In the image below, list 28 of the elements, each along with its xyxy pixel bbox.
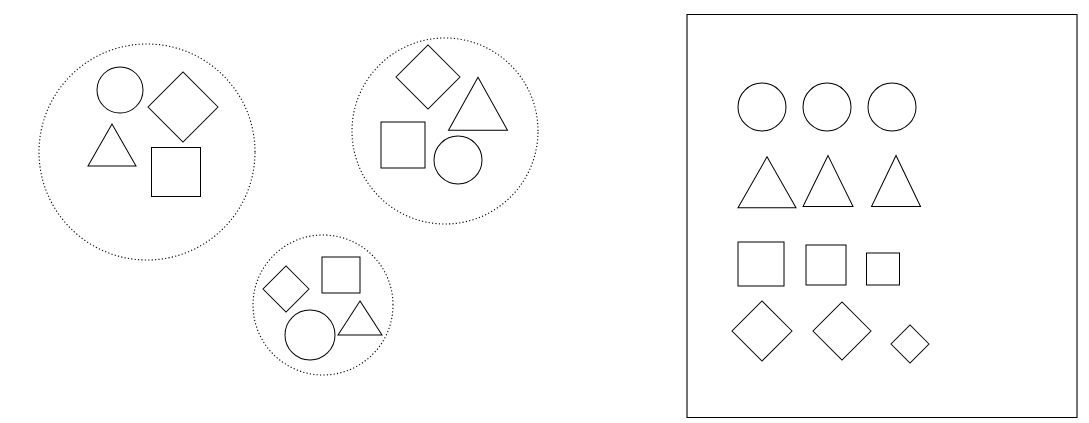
circle-shape bbox=[737, 82, 787, 132]
dotted-circle bbox=[351, 37, 539, 225]
diamond-shape bbox=[890, 324, 930, 364]
diamond-shape bbox=[395, 44, 461, 110]
diamond-shape bbox=[812, 301, 872, 361]
triangle-shape bbox=[87, 123, 137, 167]
triangle-shape bbox=[448, 76, 508, 131]
triangle-shape bbox=[337, 300, 383, 336]
circle-shape bbox=[802, 82, 852, 132]
circle-shape bbox=[433, 135, 483, 185]
diamond-shape bbox=[731, 300, 793, 362]
frame-box bbox=[686, 13, 1078, 419]
circle-shape bbox=[96, 66, 144, 114]
circle-shape bbox=[284, 309, 336, 361]
diamond-shape bbox=[147, 71, 219, 143]
square-shape bbox=[805, 244, 847, 286]
triangle-shape bbox=[871, 154, 921, 207]
triangle-shape bbox=[802, 155, 854, 208]
square-shape bbox=[321, 256, 361, 294]
square-shape bbox=[866, 252, 900, 286]
circle-shape bbox=[867, 82, 917, 132]
square-shape bbox=[737, 241, 785, 287]
dotted-circle bbox=[38, 43, 256, 261]
square-shape bbox=[380, 121, 426, 169]
triangle-shape bbox=[737, 156, 797, 209]
diamond-shape bbox=[262, 265, 310, 313]
dotted-circle bbox=[252, 234, 394, 376]
square-shape bbox=[151, 147, 201, 197]
